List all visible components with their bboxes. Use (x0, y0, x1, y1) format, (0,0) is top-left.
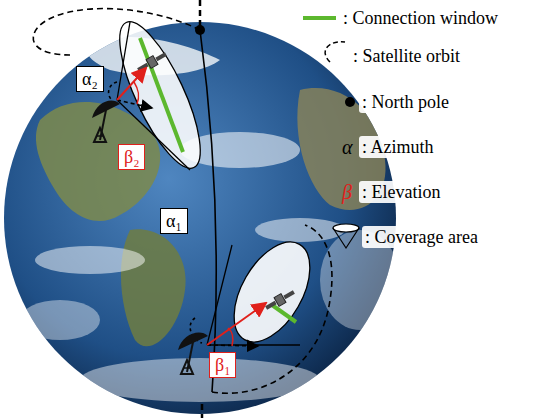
legend-symbol: α (342, 136, 353, 158)
legend-text: : Elevation (359, 181, 443, 203)
elevation-arrow (117, 68, 266, 346)
angle-symbol: β₁ (215, 354, 230, 376)
legend-text: : North pole (359, 91, 452, 113)
angle-symbol: α₂ (82, 68, 98, 90)
legend-text: : Connection window (340, 7, 501, 29)
connection-window (140, 38, 183, 152)
ground-station-icon (178, 332, 208, 374)
satellite-orbit (33, 9, 332, 394)
ground-station-icon (92, 100, 120, 142)
legend-text: : Coverage area (362, 226, 481, 248)
legend-symbol: β (342, 181, 352, 203)
elevation-box: β₁ (209, 352, 236, 378)
azimuth-box: α₁ (160, 208, 188, 234)
coverage-cone (104, 12, 215, 177)
connection-window (272, 305, 296, 322)
coverage-cone (207, 229, 325, 354)
elevation-box: β₂ (118, 144, 145, 170)
legend-text: : Satellite orbit (350, 45, 463, 67)
legend-text: : Azimuth (359, 136, 437, 158)
angle-symbol: β₂ (124, 146, 139, 168)
azimuth-arrow (109, 82, 258, 346)
polar-axis (200, 0, 202, 418)
azimuth-box: α₂ (76, 66, 104, 92)
satellite-icon (264, 288, 297, 313)
satellite-icon (136, 50, 169, 75)
earth-globe (4, 22, 400, 414)
north-pole-dot (195, 25, 205, 35)
angle-symbol: α₁ (166, 210, 182, 232)
